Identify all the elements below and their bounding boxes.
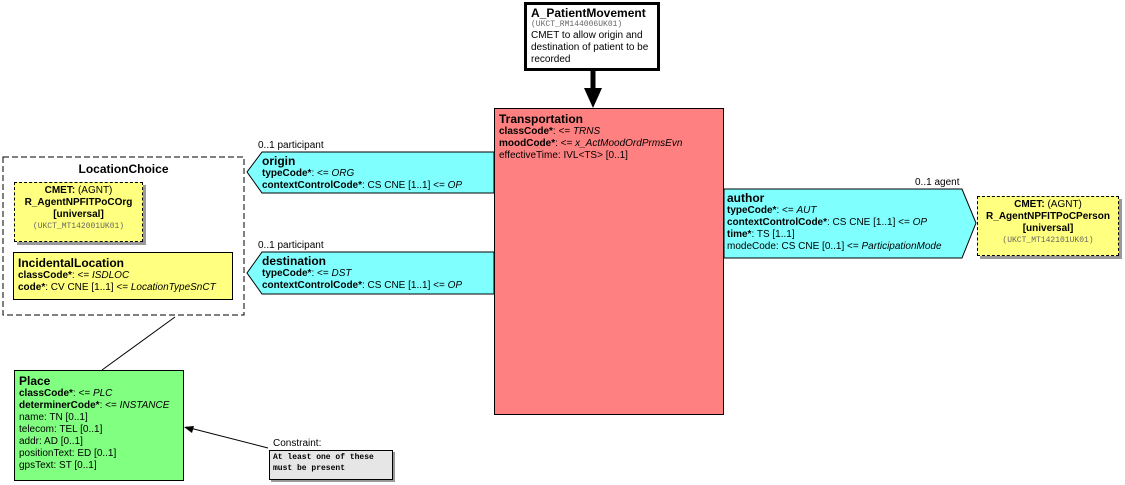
author-link-label: 0..1 agent xyxy=(915,177,960,188)
origin-contextcontrolcode: contextControlCode*: CS CNE [1..1] <= OP xyxy=(262,180,463,191)
place-title: Place xyxy=(19,374,51,388)
origin-typecode: typeCode*: <= ORG xyxy=(262,168,355,179)
location-choice-title: LocationChoice xyxy=(78,162,169,176)
constraint-link xyxy=(185,426,269,449)
place-determinercode: determinerCode*: <= INSTANCE xyxy=(19,400,170,411)
author-content: author typeCode*: <= AUT contextControlC… xyxy=(727,191,942,253)
origin-content: origin typeCode*: <= ORG contextControlC… xyxy=(262,154,462,192)
transportation-moodcode: moodCode*: <= x_ActMoodOrdPrmsEvn xyxy=(499,138,683,149)
cmet-org-flavor: [universal] xyxy=(53,209,104,220)
author-title: author xyxy=(727,191,765,205)
destination-typecode: typeCode*: <= DST xyxy=(262,268,352,279)
cmet-org-id: (UKCT_MT142001UK01) xyxy=(32,222,125,231)
place-link xyxy=(101,316,176,371)
place-classcode: classCode*: <= PLC xyxy=(19,388,113,399)
header-id: (UKCT_RM144006UK01) xyxy=(531,20,623,29)
place-attr-positiontext: positionText: ED [0..1] xyxy=(19,448,117,459)
location-choice-box xyxy=(2,156,245,316)
place-attr-addr: addr: AD [0..1] xyxy=(19,436,83,447)
transportation-effectivetime: effectiveTime: IVL<TS> [0..1] xyxy=(499,150,628,161)
destination-title: destination xyxy=(262,254,327,268)
place-box: Place classCode*: <= PLC determinerCode*… xyxy=(14,370,184,481)
destination-shape xyxy=(246,251,495,295)
place-attr-telecom: telecom: TEL [0..1] xyxy=(19,424,103,435)
origin-shape xyxy=(246,151,495,194)
transportation-classcode: classCode*: <= TRNS xyxy=(499,126,601,137)
author-time: time*: TS [1..1] xyxy=(727,229,795,240)
incidental-location-box: IncidentalLocation classCode*: <= ISDLOC… xyxy=(13,252,233,300)
destination-content: destination typeCode*: <= DST contextCon… xyxy=(262,254,462,292)
header-description: CMET to allow origin and destination of … xyxy=(531,30,649,65)
cmet-person-box: CMET: (AGNT) R_AgentNPFITPoCPerson [univ… xyxy=(977,196,1119,256)
origin-link-label: 0..1 participant xyxy=(258,140,324,151)
author-modecode: modeCode: CS CNE [0..1] <= Participation… xyxy=(727,241,942,252)
header-box: A_PatientMovement (UKCT_RM144006UK01) CM… xyxy=(524,2,660,71)
constraint-box: At least one of these must be present xyxy=(269,450,393,480)
incidental-location-code: code*: CV CNE [1..1] <= LocationTypeSnCT xyxy=(18,282,216,293)
cmet-org-name: R_AgentNPFITPoCOrg xyxy=(24,197,133,208)
constraint-label: Constraint: xyxy=(273,438,322,449)
author-contextcontrolcode: contextControlCode*: CS CNE [1..1] <= OP xyxy=(727,217,928,228)
cmet-person-id: (UKCT_MT142101UK01) xyxy=(1002,236,1094,245)
place-attr-name: name: TN [0..1] xyxy=(19,412,88,423)
place-attr-gpstext: gpsText: ST [0..1] xyxy=(19,460,97,471)
cmet-person-type: CMET: (AGNT) xyxy=(1014,199,1082,210)
constraint-text: At least one of these must be present xyxy=(273,453,374,473)
destination-link-label: 0..1 participant xyxy=(258,240,324,251)
author-shape xyxy=(723,188,977,259)
cmet-org-box: CMET: (AGNT) R_AgentNPFITPoCOrg [univers… xyxy=(14,182,143,242)
header-title: A_PatientMovement xyxy=(531,6,646,20)
transportation-box: Transportation classCode*: <= TRNS moodC… xyxy=(494,108,724,415)
origin-title: origin xyxy=(262,154,296,168)
transportation-title: Transportation xyxy=(499,112,584,126)
cmet-person-name: R_AgentNPFITPoCPerson xyxy=(986,211,1110,222)
cmet-person-flavor: [universal] xyxy=(1022,223,1074,234)
author-typecode: typeCode*: <= AUT xyxy=(727,205,817,216)
incidental-location-title: IncidentalLocation xyxy=(18,256,125,270)
incidental-location-classcode: classCode*: <= ISDLOC xyxy=(18,270,130,281)
constraint-arrowhead xyxy=(184,426,194,433)
cmet-org-type: CMET: (AGNT) xyxy=(44,185,113,196)
destination-contextcontrolcode: contextControlCode*: CS CNE [1..1] <= OP xyxy=(262,280,463,291)
header-arrowhead xyxy=(584,88,602,108)
